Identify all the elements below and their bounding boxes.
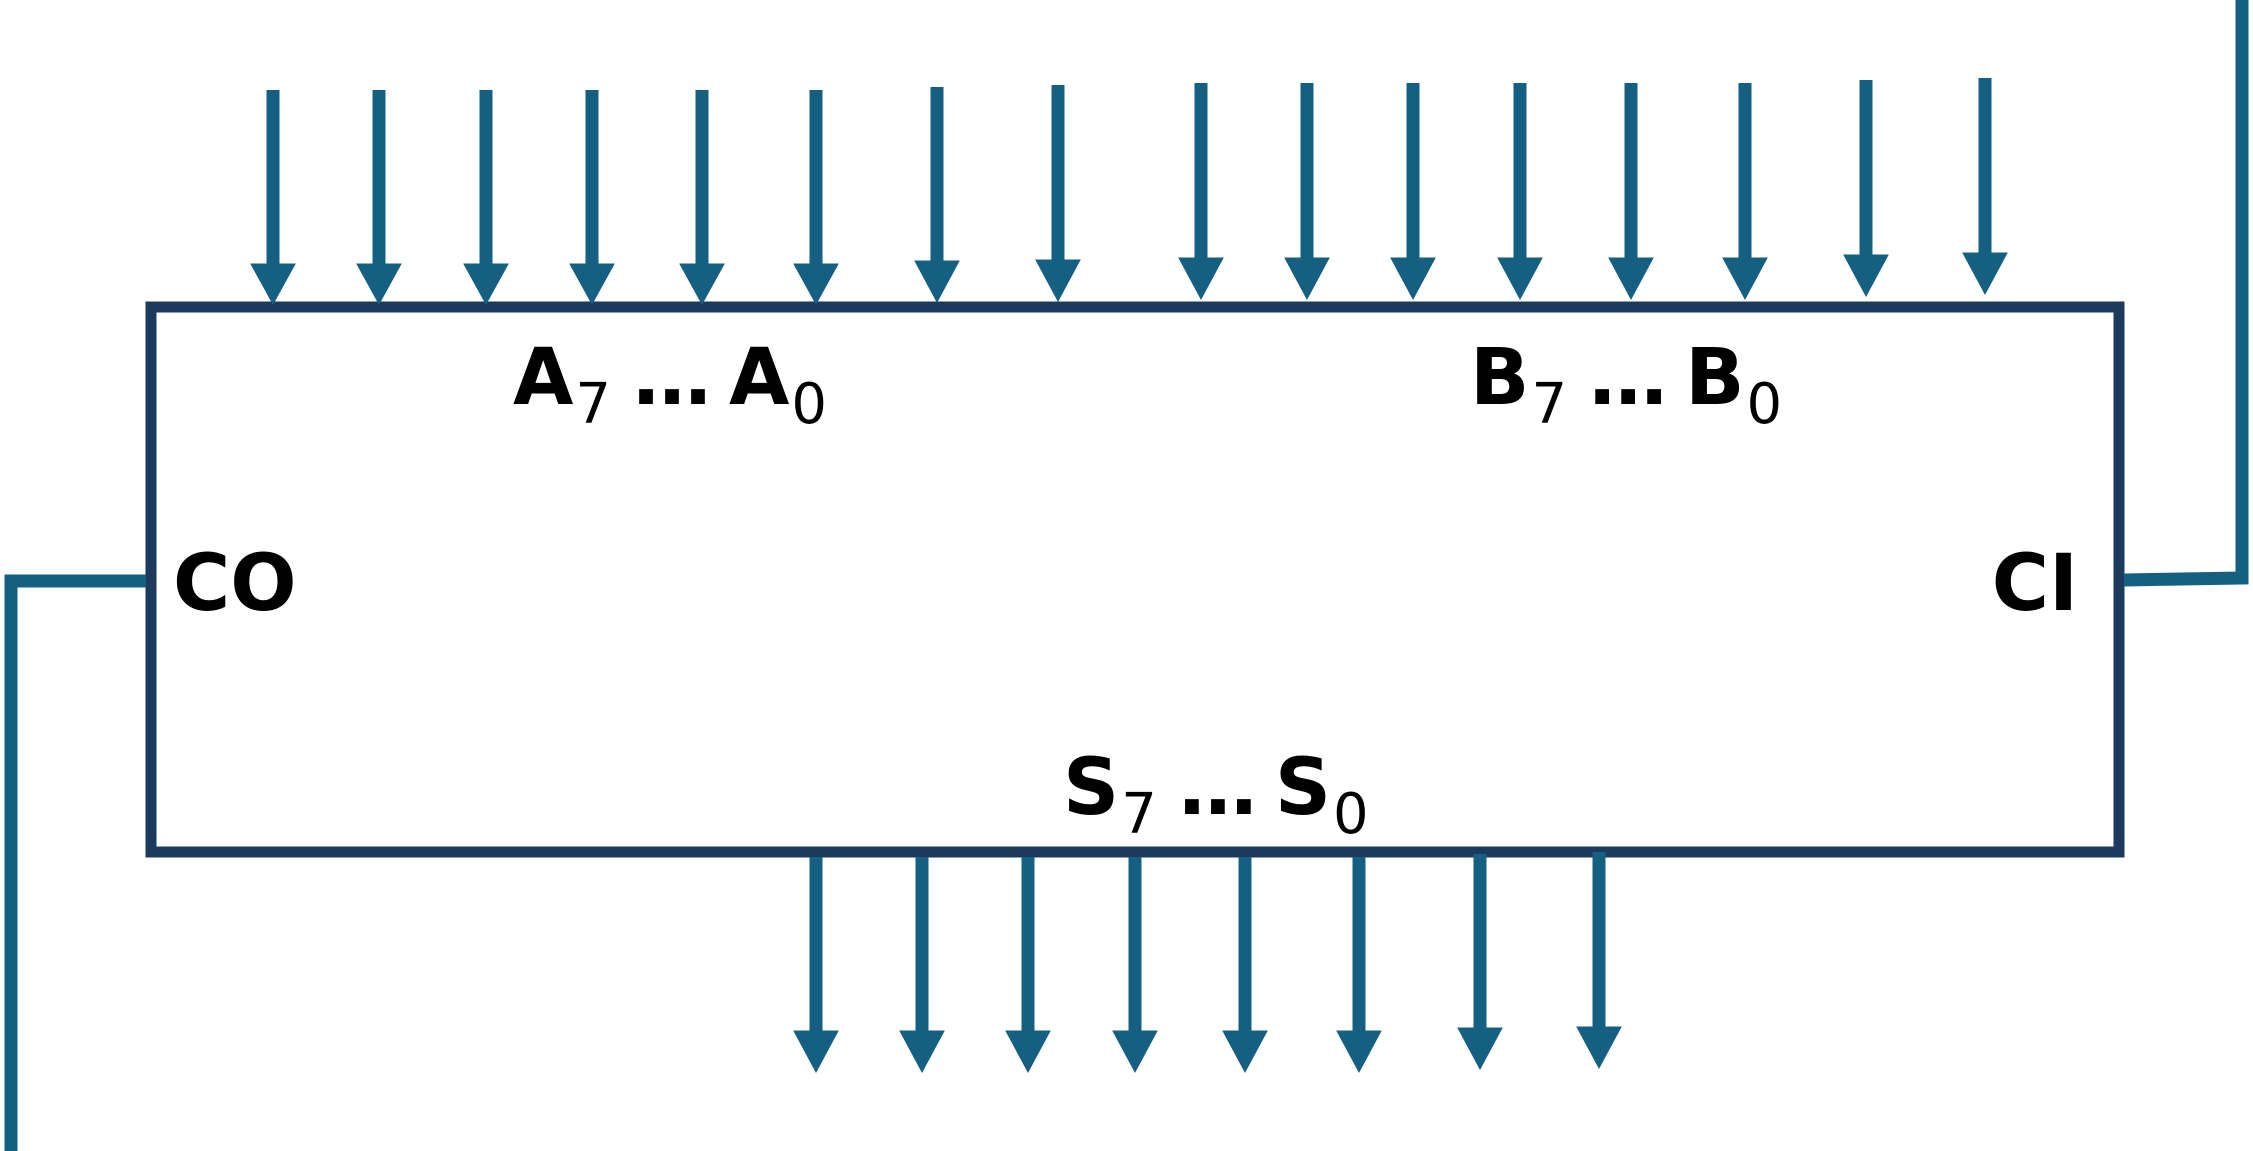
a-ellipsis: … xyxy=(633,333,711,423)
s-output-arrow xyxy=(1336,857,1382,1074)
carry-out-wire xyxy=(4,574,146,1151)
a-letter: A xyxy=(513,333,573,423)
b-letter: B xyxy=(1470,333,1529,423)
s-output-arrow xyxy=(793,857,839,1074)
a-input-arrow xyxy=(679,90,725,306)
carry-in-wire xyxy=(2123,0,2249,587)
b-input-arrow xyxy=(1284,83,1330,301)
a-high-index: 7 xyxy=(575,372,611,437)
carry-out-label: CO xyxy=(173,539,297,629)
b-high-index: 7 xyxy=(1531,372,1567,437)
s-output-arrow xyxy=(1576,852,1622,1070)
s-high-index: 7 xyxy=(1121,782,1157,847)
s-output-arrows xyxy=(793,852,1622,1074)
a-input-arrow xyxy=(569,90,615,306)
b-input-arrow xyxy=(1962,78,2008,296)
b-input-arrow xyxy=(1497,83,1543,301)
s-bus-label: S7…S0 xyxy=(1063,743,1369,847)
s-letter-low: S xyxy=(1275,743,1331,833)
a-low-index: 0 xyxy=(791,372,827,437)
b-bus-label: B7…B0 xyxy=(1470,333,1782,437)
b-input-arrow xyxy=(1390,83,1436,301)
a-input-arrow xyxy=(793,90,839,306)
s-output-arrow xyxy=(899,857,945,1074)
b-input-arrow xyxy=(1843,80,1889,298)
b-ellipsis: … xyxy=(1589,333,1667,423)
carry-in-label: CI xyxy=(1992,539,2078,629)
s-output-arrow xyxy=(1112,857,1158,1074)
b-input-arrow xyxy=(1722,83,1768,301)
s-output-arrow xyxy=(1005,857,1051,1074)
s-low-index: 0 xyxy=(1333,782,1369,847)
a-input-arrow xyxy=(356,90,402,306)
a-bus-label: A7…A0 xyxy=(513,333,827,437)
b-letter-low: B xyxy=(1685,333,1744,423)
a-input-arrow xyxy=(914,87,960,304)
s-letter: S xyxy=(1063,743,1119,833)
b-input-arrows xyxy=(1178,78,2008,301)
a-input-arrow xyxy=(250,90,296,306)
s-output-arrow xyxy=(1222,857,1268,1074)
b-input-arrow xyxy=(1608,83,1654,301)
adder-block xyxy=(145,301,2125,858)
s-output-arrow xyxy=(1457,854,1503,1071)
a-input-arrow xyxy=(1035,85,1081,303)
s-ellipsis: … xyxy=(1179,743,1257,833)
b-input-arrow xyxy=(1178,83,1224,301)
b-low-index: 0 xyxy=(1747,372,1783,437)
a-input-arrows xyxy=(250,85,1081,306)
a-letter-low: A xyxy=(729,333,789,423)
a-input-arrow xyxy=(463,90,509,306)
